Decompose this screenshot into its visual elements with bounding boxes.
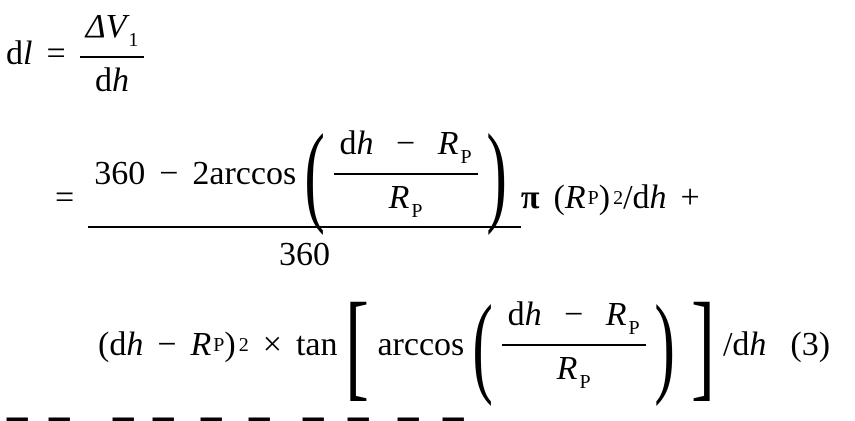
lhs-d: d [6,35,23,72]
big-left-paren: ( [472,282,494,407]
equals-sign: = [46,35,66,72]
clipped-next-line: ▬ ▬ ▬ ▬ ▬ ▬ ▬ ▬ ▬ ▬ [0,405,855,421]
big-left-bracket: [ [345,278,370,411]
fraction-bar [88,226,521,229]
pi-symbol: π [520,179,540,216]
fraction-denominator: 360 [279,236,331,274]
fraction-bar [79,56,145,58]
equals-sign-2: = [55,179,75,216]
fraction-denominator: dh [95,62,129,99]
big-right-paren: ) [485,111,507,236]
big-left-paren: ( [304,111,326,236]
lhs-l: l [23,35,33,72]
big-right-bracket: ] [690,278,715,411]
equation-number: (3) [790,326,831,363]
big-right-paren: ) [654,282,675,407]
